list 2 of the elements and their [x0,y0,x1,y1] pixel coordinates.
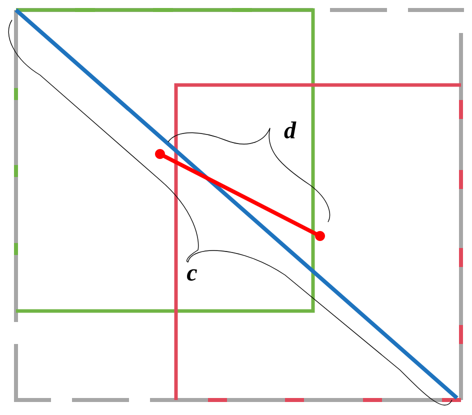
dimension-label: d [284,122,296,138]
dimension-label: c [187,269,197,281]
